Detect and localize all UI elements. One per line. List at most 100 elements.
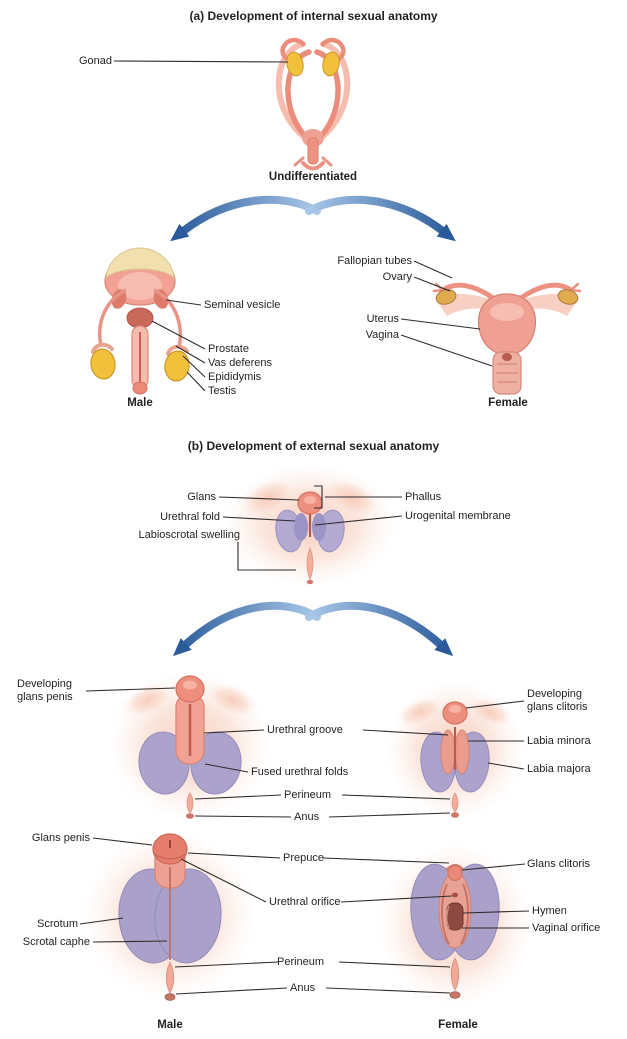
label-urogenital-membrane: Urogenital membrane	[405, 510, 511, 522]
leader-prostate	[151, 320, 206, 350]
anus-mid-male-shape	[186, 813, 194, 819]
gonad-right-shape	[322, 51, 340, 77]
leader-urethral-orifice-left	[180, 858, 267, 903]
epididymis-shape	[166, 344, 189, 356]
caption-male-internal: Male	[127, 397, 153, 409]
label-urethral-orifice: Urethral orifice	[269, 896, 341, 908]
caption-male-external: Male	[157, 1019, 183, 1031]
vas-deferens-shape	[153, 288, 182, 349]
label-vagina: Vagina	[365, 329, 399, 341]
leader-anus-final-left	[175, 987, 288, 995]
label-prepuce: Prepuce	[283, 852, 324, 864]
label-fallopian-tubes: Fallopian tubes	[337, 255, 412, 267]
label-seminal-vesicle: Seminal vesicle	[204, 299, 281, 311]
leader-perineum-final-left	[174, 961, 279, 968]
leader-ovary	[413, 276, 451, 292]
arrow-internal-left	[170, 195, 321, 242]
prostate-shape	[126, 307, 154, 329]
leader-vas-deferens	[175, 345, 206, 364]
illustration-undifferentiated-external	[222, 463, 398, 587]
labia-minora-left-shape	[440, 729, 456, 775]
leader-urethral-orifice-right	[340, 895, 453, 903]
illustration-female-external-final	[377, 843, 533, 1007]
label-phallus: Phallus	[405, 491, 442, 503]
ovary-right-shape	[557, 289, 579, 305]
leader-scrotal-raphe	[92, 940, 168, 943]
anus-final-male-shape	[164, 993, 176, 1001]
label-perineum-final: Perineum	[277, 956, 325, 968]
leader-seminal-vesicle	[165, 299, 202, 306]
label-vaginal-orifice: Vaginal orifice	[532, 922, 601, 934]
arrow-external-right	[305, 601, 454, 657]
labia-minora-right-shape	[454, 729, 470, 775]
perineum-mid-female-shape	[451, 792, 459, 813]
label-glans-penis: Glans penis	[31, 832, 90, 844]
seminal-vesicle-shape	[153, 289, 169, 309]
urethral-orifice-female-shape	[452, 892, 458, 898]
testis-left-shape	[90, 348, 116, 380]
leader-lines	[79, 60, 530, 995]
urethral-fold-right-shape	[312, 513, 326, 541]
ovary-left-shape	[435, 289, 457, 305]
leader-fused-urethral-folds	[204, 763, 249, 773]
leader-labia-majora	[487, 762, 525, 770]
leader-fallopian-tubes	[413, 260, 453, 279]
leader-developing-glans-clitoris	[465, 700, 525, 709]
glans-clitoris-shape	[447, 865, 463, 881]
arrow-internal-right	[305, 195, 456, 242]
leader-glans-penis	[92, 837, 153, 846]
leader-urogenital-membrane	[314, 515, 403, 526]
label-ovary: Ovary	[382, 271, 412, 283]
label-developing-glans-penis: Developing glans penis	[17, 678, 73, 703]
phallus-bracket	[314, 485, 323, 509]
branching-arrows	[170, 195, 456, 657]
leader-testis	[186, 371, 206, 392]
leader-anus-mid-right	[328, 812, 451, 818]
leader-perineum-final-right	[338, 961, 451, 968]
anus-final-female-shape	[449, 991, 461, 999]
leader-glans-clitoris	[461, 863, 526, 871]
leader-anus-final-right	[325, 987, 451, 994]
label-scrotal-raphe: Scrotal caphe	[22, 936, 90, 948]
caption-female-external: Female	[438, 1019, 478, 1031]
prepuce-rim-shape	[153, 853, 187, 860]
leader-anus-mid-left	[194, 815, 292, 818]
illustration-male-internal	[90, 247, 190, 395]
section-b-title: (b) Development of external sexual anato…	[187, 439, 440, 453]
perineum-final-male-shape	[165, 961, 175, 994]
gonad-left-shape	[286, 51, 304, 77]
label-vas-deferens: Vas deferens	[208, 357, 273, 369]
caption-undifferentiated: Undifferentiated	[268, 171, 358, 183]
hymen-shape	[446, 905, 450, 929]
testis-right-shape	[164, 350, 190, 382]
label-developing-glans-clitoris: Developing glans clitoris	[527, 688, 588, 713]
leader-urethral-fold	[222, 516, 296, 522]
illustration-male-external-final	[82, 830, 258, 1001]
label-glans: Glans	[187, 491, 216, 503]
label-urethral-fold: Urethral fold	[160, 511, 220, 523]
label-glans-clitoris: Glans clitoris	[527, 858, 590, 870]
section-a-title: (a) Development of internal sexual anato…	[189, 9, 438, 23]
label-scrotum: Scrotum	[37, 918, 78, 930]
leader-hymen	[462, 910, 530, 914]
illustration-male-external-mid	[108, 670, 272, 820]
leader-urethral-groove-right	[362, 729, 449, 736]
urethral-fold-left-shape	[294, 513, 308, 541]
label-labia-majora: Labia majora	[527, 763, 591, 775]
label-anus-mid: Anus	[294, 811, 320, 823]
scrotum-right-lobe-shape	[154, 868, 222, 964]
label-anus-final: Anus	[290, 982, 316, 994]
label-labioscrotal-swelling: Labioscrotal swelling	[138, 529, 241, 541]
anus-mid-female-shape	[451, 812, 459, 818]
label-perineum-mid: Perineum	[284, 789, 332, 801]
label-hymen: Hymen	[532, 905, 567, 917]
bladder-cap-shape	[105, 247, 175, 280]
leader-perineum-mid-right	[341, 794, 451, 800]
perineum-mid-male-shape	[186, 792, 194, 814]
leader-developing-glans-penis	[85, 687, 176, 692]
leader-glans	[218, 496, 300, 501]
illustration-female-external-mid	[385, 680, 525, 820]
arrow-external-left	[172, 601, 321, 657]
